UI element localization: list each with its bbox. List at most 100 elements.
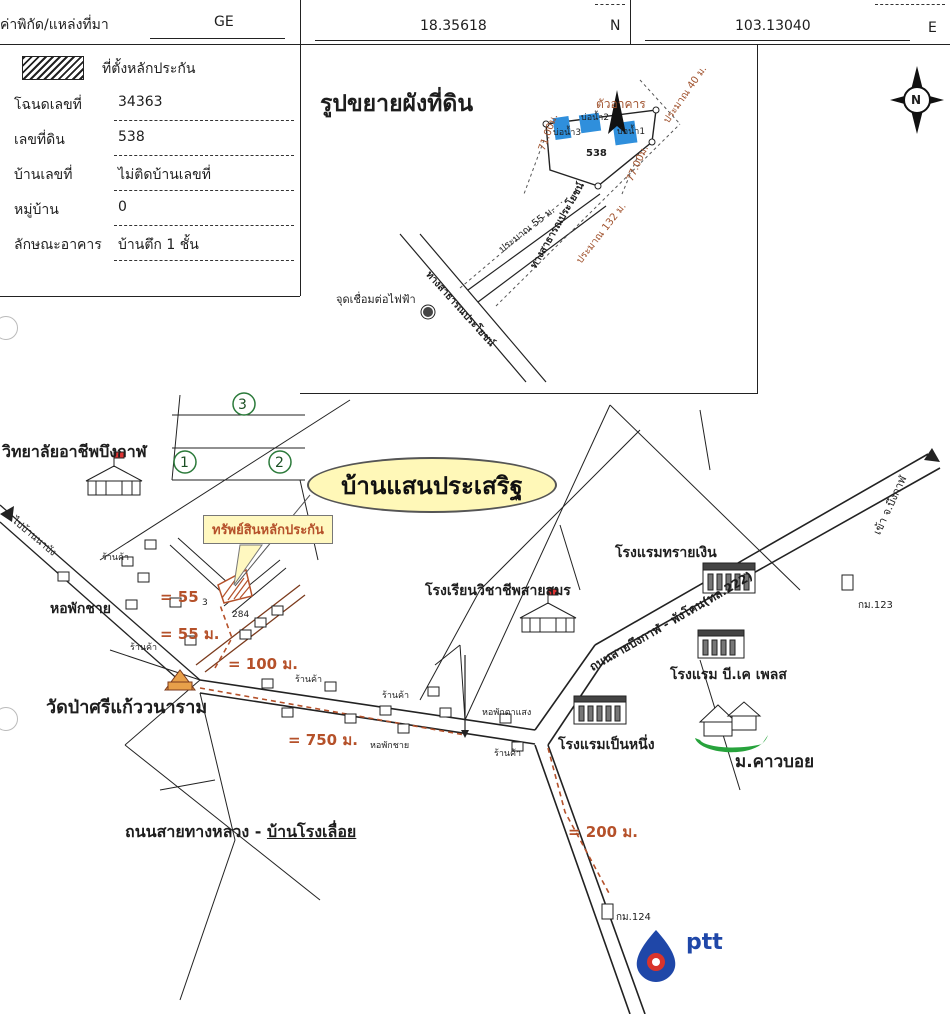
public-way-edge-2: [419, 233, 547, 383]
callout-pointer: [233, 544, 263, 586]
collateral-hatch: [221, 575, 251, 601]
header-bottom-rule: [0, 44, 950, 45]
km124-post-icon: [601, 903, 614, 920]
ptt-logo-icon: [636, 930, 676, 982]
dorm-male-label: หอพักชาย: [50, 601, 111, 617]
shop-label-2: ร้านค้า: [130, 643, 158, 653]
building-type-label: ลักษณะอาคาร: [14, 237, 102, 253]
cowboy-label: ม.คาวบอย: [735, 752, 815, 772]
top-dim-dash: [639, 79, 681, 125]
longitude-dir: E: [928, 20, 937, 36]
access-road-edge-2: [477, 205, 607, 303]
houseno-value: ไม่ติดบ้านเลขที่: [118, 167, 211, 183]
header-dash-1: [595, 4, 625, 5]
road-east-b: [199, 692, 536, 745]
temple-icon: [164, 669, 196, 691]
road-left-a: [0, 504, 201, 681]
landno-label: เลขที่ดิน: [14, 132, 65, 148]
legend-label: ที่ตั้งหลักประกัน: [102, 61, 196, 77]
dist-100: = 100 ม.: [228, 655, 298, 673]
minor-12: [159, 779, 216, 791]
minor-7: [109, 649, 201, 681]
coord-source: GE: [214, 14, 234, 30]
north-label: N: [911, 93, 922, 107]
hwy-222-d: [607, 467, 941, 656]
hwy-south-b: [547, 744, 646, 1014]
moo-line: [114, 225, 294, 226]
parcel-number: 538: [586, 148, 607, 159]
shop-label-5: ร้านค้า: [494, 749, 522, 759]
pond1-label: บ่อน้ำ1: [617, 127, 646, 137]
corner-marker-4: [594, 182, 602, 190]
power-point-fill: [423, 307, 433, 317]
landno-line: [114, 155, 294, 156]
hotel3-label: โรงแรมเป็นหนึ่ง: [558, 737, 655, 753]
minor-1: [171, 394, 181, 481]
soi-3b: [231, 567, 287, 614]
moo-value: 0: [118, 199, 127, 215]
info-bottom-rule: [0, 296, 300, 297]
side-road-label: ถนนสายทางหลวง - บ้านโรงเลื่อย: [125, 820, 356, 845]
minor-15: [419, 589, 481, 701]
minor-10: [199, 692, 236, 841]
circle-3: [232, 392, 256, 416]
minor-11: [179, 839, 236, 1001]
side-road-label-a: ถนนสายทางหลวง -: [125, 822, 267, 841]
school-label: โรงเรียนวิชาชีพสายสมร: [425, 583, 571, 599]
minor-6: [99, 399, 351, 561]
arrow-left-icon: [0, 506, 14, 522]
school-icon: [519, 588, 577, 633]
side-road-label-b: บ้านโรงเลื่อย: [266, 822, 357, 841]
hotel2-icon: [697, 629, 745, 659]
minor-14: [459, 644, 466, 721]
pond-2: [578, 112, 602, 134]
village-bubble: บ้านแสนประเสริฐ: [307, 457, 557, 513]
access-road-edge-1: [467, 193, 601, 291]
collateral-callout: ทรัพย์สินหลักประกัน: [203, 515, 333, 544]
public-way-edge-1: [399, 233, 527, 383]
plot-detail-box: [300, 44, 758, 394]
km124-label: กม.124: [616, 912, 651, 923]
north-arrow-icon: [608, 90, 626, 134]
hwy-south-a: [534, 744, 631, 1014]
minor-9: [124, 744, 321, 901]
right-dim-dash: [621, 135, 647, 195]
road-east-a: [199, 679, 536, 731]
college-icon: [85, 451, 143, 496]
deed-value: 34363: [118, 94, 163, 110]
dist-55b: = 55 ม.: [160, 625, 220, 643]
corner-marker-1: [542, 120, 550, 128]
dist55-dash: [459, 201, 563, 289]
plot-title: รูปขยายผังที่ดิน: [320, 91, 474, 117]
dorm-female-label: หอพักตาแสง: [482, 708, 532, 718]
path-200: [547, 747, 611, 896]
deed-line: [114, 120, 294, 121]
building-type-value: บ้านตึก 1 ชั้น: [118, 237, 199, 253]
building-label: ตัวอาคาร: [596, 97, 646, 111]
cowboy-resort-icon: [695, 701, 768, 753]
pond3-label: บ่อน้ำ3: [553, 128, 582, 138]
circle-3-label: 3: [238, 397, 247, 413]
shop-label-1: ร้านค้า: [102, 553, 130, 563]
circle-1: [173, 450, 197, 474]
km123-post-icon: [841, 574, 854, 591]
minor-21: [699, 409, 711, 471]
minor-8: [124, 679, 201, 746]
lot-number-label: 3: [202, 598, 208, 608]
corner-marker-2: [652, 106, 660, 114]
minor-19: [609, 404, 801, 591]
road-left-b: [0, 521, 191, 691]
power-point-label: จุดเชื่อมต่อไฟฟ้า: [336, 293, 416, 306]
ptt-wordmark: ptt: [686, 930, 723, 955]
minor-16: [479, 429, 641, 591]
house-number-label: 284: [232, 610, 250, 620]
dist-200: = 200 ม.: [568, 823, 638, 841]
shop-blocks: [57, 539, 524, 752]
building-type-line: [114, 260, 294, 261]
shop-label-4: ร้านค้า: [382, 691, 410, 701]
collateral-hatch-swatch: [22, 56, 84, 80]
lon-underline: [645, 40, 910, 41]
deed-label: โฉนดเลขที่: [14, 97, 82, 113]
pond-3: [552, 115, 572, 141]
